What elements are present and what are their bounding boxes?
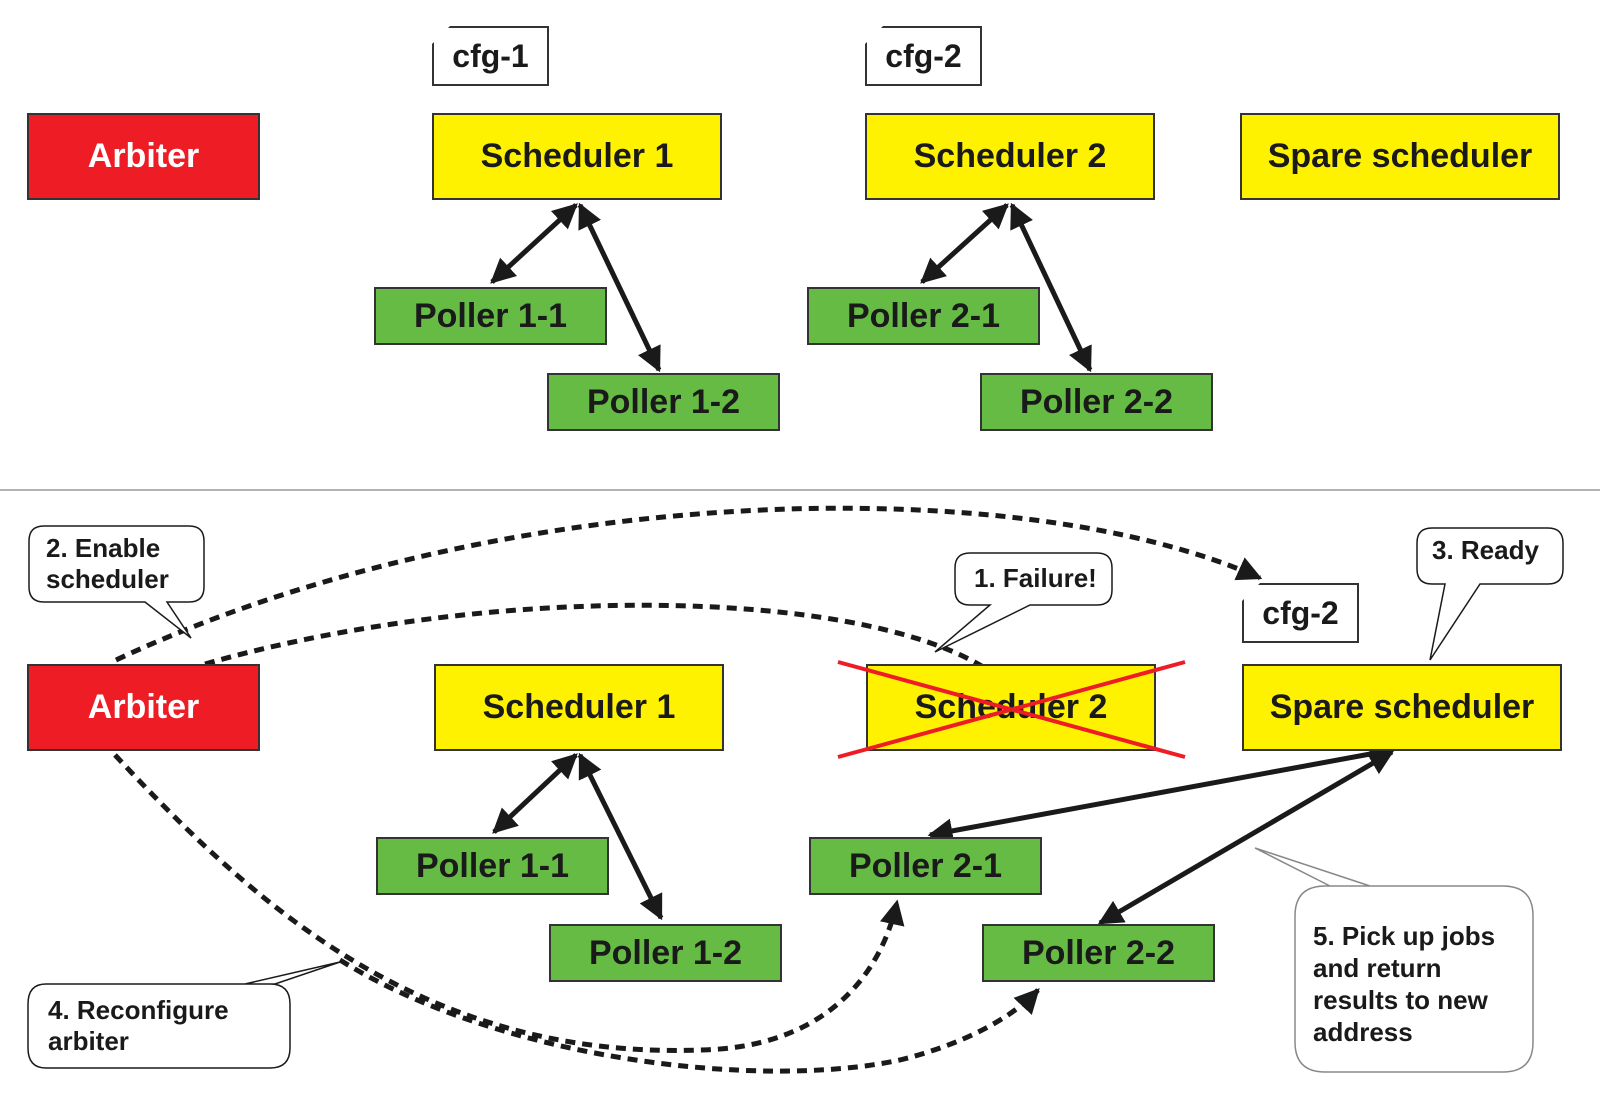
callout-reconfigure-line2: arbiter (48, 1026, 129, 1056)
callout-failure-line: 1. Failure! (974, 563, 1097, 593)
arc-arbiter-to-poller22 (338, 957, 1040, 1074)
callout-pickup-line3: results to new (1313, 985, 1488, 1015)
arc-arbiter-to-cfg2 (114, 505, 1263, 663)
cfg1-tag: cfg-1 (432, 26, 549, 86)
callout-pickup-line1: 5. Pick up jobs (1313, 921, 1496, 951)
poller21-box-bottom: Poller 2-1 (809, 837, 1042, 895)
link-b-s1-p12 (577, 752, 664, 921)
scheduler2-box: Scheduler 2 (865, 113, 1155, 200)
callout-enable-bubble (28, 525, 205, 639)
callout-failure-text: 1. Failure! (974, 563, 1097, 594)
arbiter-box: Arbiter (27, 113, 260, 200)
poller11-box: Poller 1-1 (374, 287, 607, 345)
poller12-box-bottom: Poller 1-2 (549, 924, 782, 982)
poller12-box: Poller 1-2 (547, 373, 780, 431)
callout-pickup-line2: and return (1313, 953, 1442, 983)
callout-ready-text: 3. Ready (1432, 535, 1539, 566)
callout-failure-bubble (934, 552, 1113, 653)
callout-ready-bubble (1416, 527, 1564, 661)
poller21-box: Poller 2-1 (807, 287, 1040, 345)
scheduler2-box-failed: Scheduler 2 (866, 664, 1156, 751)
spare-scheduler-box: Spare scheduler (1240, 113, 1560, 200)
callout-pickup-bubble (1254, 847, 1534, 1073)
scheduler1-box-bottom: Scheduler 1 (434, 664, 724, 751)
arc-arbiter-to-scheduler2 (204, 602, 987, 671)
link-s2-p21 (920, 203, 1009, 284)
callout-pickup-line4: address (1313, 1017, 1413, 1047)
callout-ready-line: 3. Ready (1432, 535, 1539, 565)
link-s2-p22 (1009, 202, 1093, 373)
callout-enable-line1: 2. Enable (46, 533, 161, 563)
callout-reconfigure-text: 4. Reconfigure arbiter (48, 995, 229, 1057)
poller22-box: Poller 2-2 (980, 373, 1213, 431)
callout-pickup-text: 5. Pick up jobs and return results to ne… (1313, 920, 1495, 1048)
callout-enable-text: 2. Enable scheduler (46, 533, 169, 595)
spare-scheduler-box-bottom: Spare scheduler (1242, 664, 1562, 751)
scheduler1-box: Scheduler 1 (432, 113, 722, 200)
link-b-s1-p11 (492, 753, 578, 834)
callout-reconfigure-line1: 4. Reconfigure (48, 995, 229, 1025)
callout-enable-line2: scheduler (46, 564, 169, 594)
link-s1-p12 (577, 202, 662, 373)
poller11-box-bottom: Poller 1-1 (376, 837, 609, 895)
poller22-box-bottom: Poller 2-2 (982, 924, 1215, 982)
cfg2-tag-moved: cfg-2 (1242, 583, 1359, 643)
cfg2-tag: cfg-2 (865, 26, 982, 86)
link-spare-p22 (1097, 749, 1395, 926)
arc-arbiter-to-poller21 (113, 753, 905, 1053)
arbiter-box-bottom: Arbiter (27, 664, 260, 751)
callout-reconfigure-bubble (27, 961, 341, 1069)
link-s1-p11 (490, 203, 578, 284)
